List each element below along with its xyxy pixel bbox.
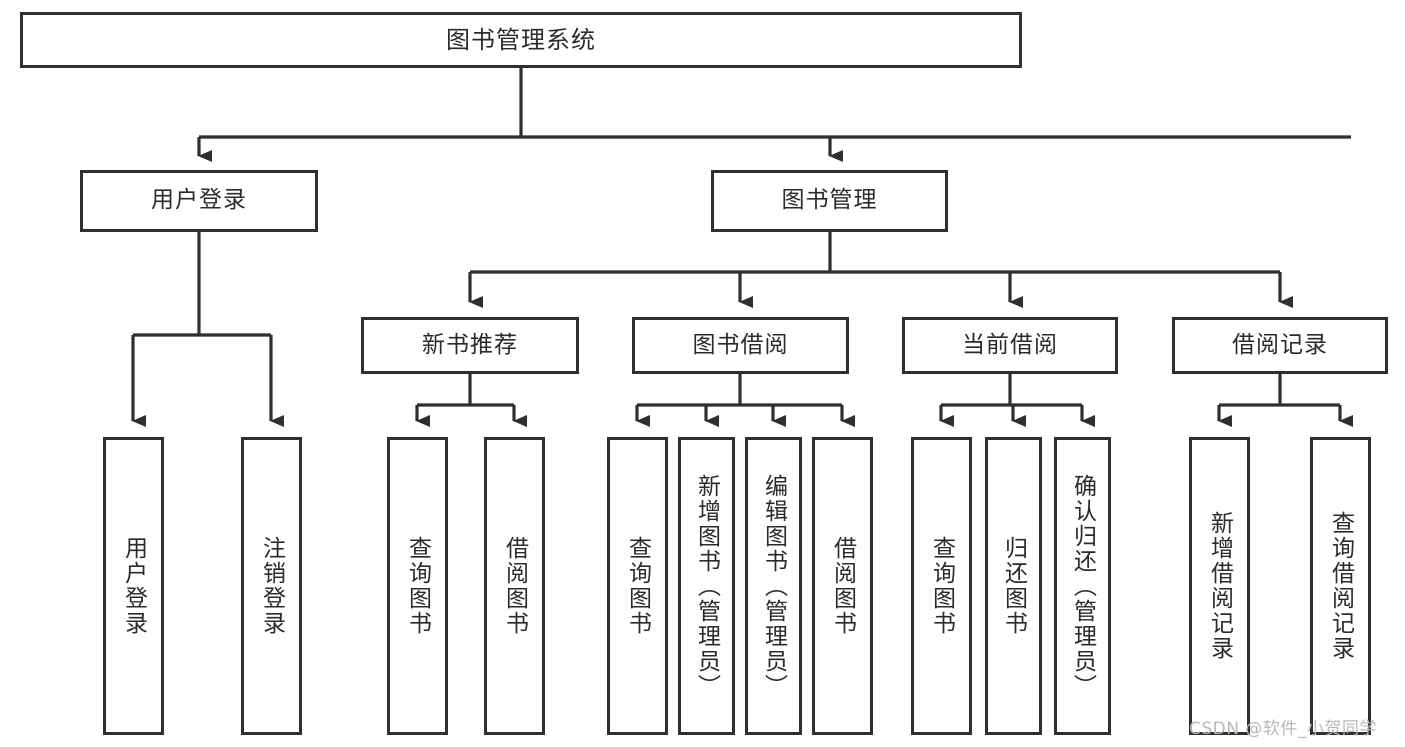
leaf-label: 注销登录 [258,536,285,636]
leaf-add-book-admin[interactable]: 新增图书（管理员） [678,437,735,735]
leaf-query-book-borrow[interactable]: 查询图书 [607,437,668,735]
node-borrow-record[interactable]: 借阅记录 [1172,317,1388,374]
leaf-label: 查询图书 [928,536,955,636]
leaf-add-borrow-record[interactable]: 新增借阅记录 [1189,437,1250,735]
leaf-edit-book-admin[interactable]: 编辑图书（管理员） [745,437,802,735]
node-book-borrow[interactable]: 图书借阅 [632,317,849,374]
leaf-query-book-current[interactable]: 查询图书 [911,437,972,735]
node-user-login[interactable]: 用户登录 [80,170,318,232]
leaf-user-logout[interactable]: 注销登录 [241,437,302,735]
leaf-borrow-book-recommend[interactable]: 借阅图书 [484,437,545,735]
node-root-system[interactable]: 图书管理系统 [20,12,1022,68]
leaf-label: 查询借阅记录 [1327,511,1354,661]
leaf-label: 用户登录 [120,536,147,636]
leaf-label: 借阅图书 [501,536,528,636]
watermark-text: CSDN @软件_小贺同学 [1189,719,1377,739]
leaf-return-book[interactable]: 归还图书 [985,437,1042,735]
node-new-book-recommend[interactable]: 新书推荐 [361,317,579,374]
node-current-borrow[interactable]: 当前借阅 [902,317,1118,374]
leaf-label: 编辑图书（管理员） [760,473,787,699]
leaf-borrow-book[interactable]: 借阅图书 [812,437,873,735]
leaf-confirm-return-admin[interactable]: 确认归还（管理员） [1054,437,1111,735]
leaf-user-login[interactable]: 用户登录 [103,437,164,735]
leaf-label: 新增图书（管理员） [693,473,720,699]
leaf-query-book-recommend[interactable]: 查询图书 [387,437,448,735]
leaf-label: 借阅图书 [829,536,856,636]
leaf-label: 查询图书 [624,536,651,636]
leaf-label: 查询图书 [404,536,431,636]
leaf-label: 确认归还（管理员） [1069,473,1096,699]
leaf-query-borrow-record[interactable]: 查询借阅记录 [1310,437,1371,735]
node-book-management[interactable]: 图书管理 [711,170,948,232]
leaf-label: 归还图书 [1000,536,1027,636]
leaf-label: 新增借阅记录 [1206,511,1233,661]
